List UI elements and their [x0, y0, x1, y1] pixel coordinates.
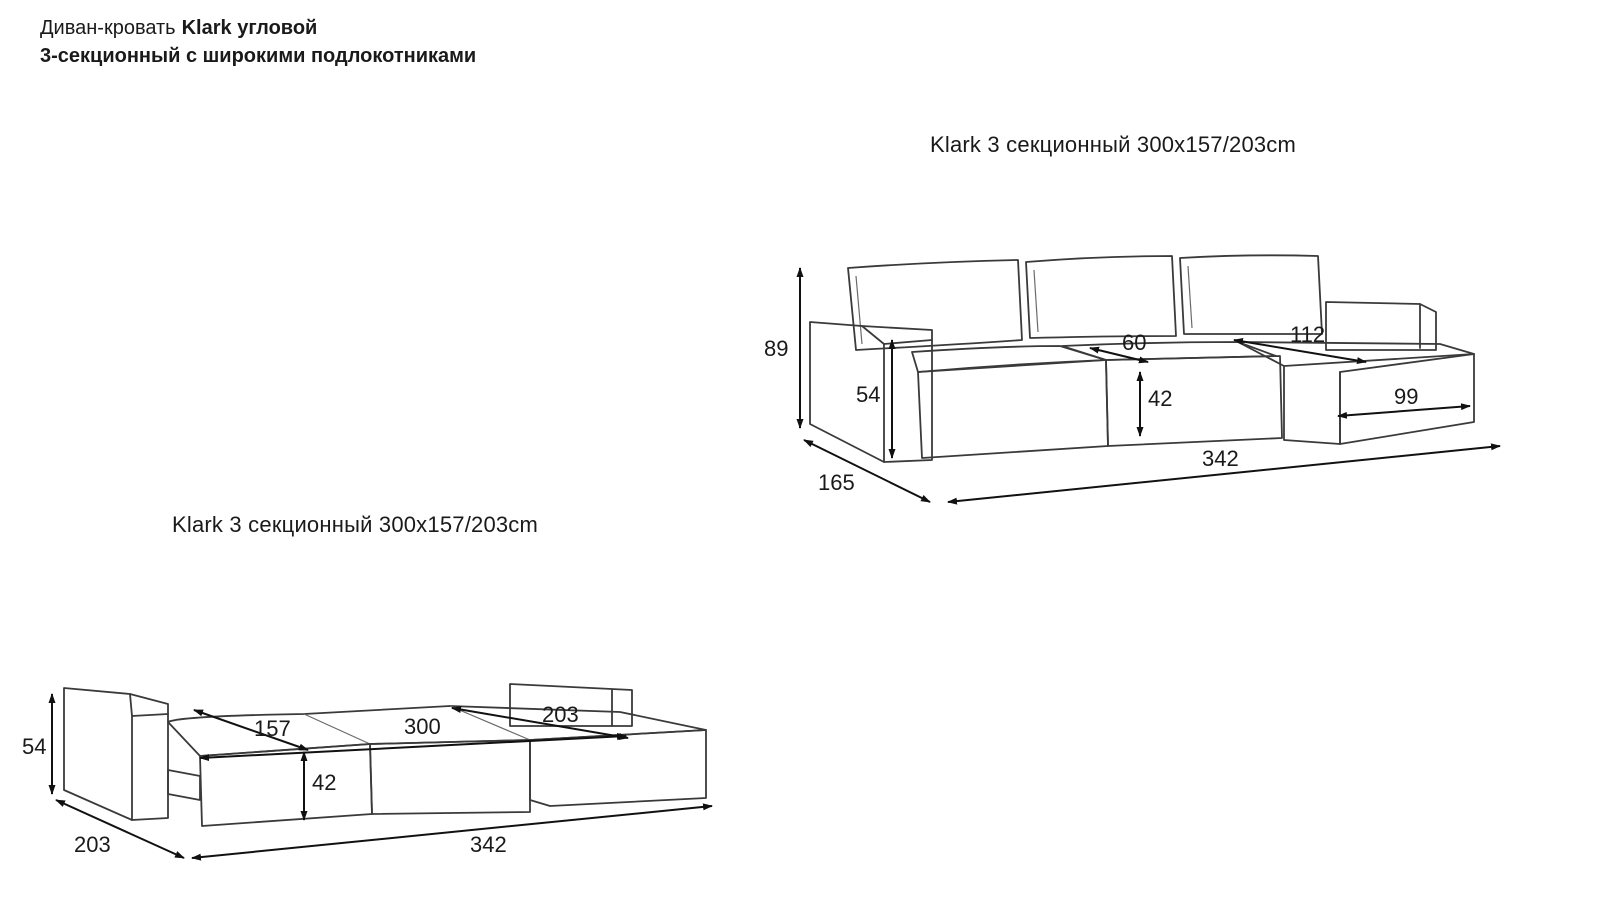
bottom-view-caption: Klark 3 секционный 300x157/203cm [172, 512, 539, 537]
sofa-assembled-drawing [809, 254, 1475, 463]
back-cushion-right [1179, 254, 1323, 335]
dim-height-total: 89 [764, 336, 788, 361]
bed-dim-chaise-length: 203 [542, 702, 579, 727]
seat-front-left [917, 359, 1109, 459]
sofa-bed-drawing [63, 683, 707, 827]
dim-armrest-height: 54 [856, 382, 880, 407]
dim-chaise-width: 99 [1394, 384, 1418, 409]
bed-dim-width: 157 [254, 716, 291, 741]
dim-chaise-length: 112 [1290, 322, 1325, 347]
bed-dim-depth: 203 [74, 832, 111, 857]
bottom-dimensions: 54 42 157 300 203 203 342 [22, 693, 713, 861]
back-cushion-left [847, 259, 1023, 351]
bed-dim-total-length: 342 [470, 832, 507, 857]
bed-front-middle [369, 739, 531, 815]
dim-seat-depth: 60 [1122, 330, 1146, 355]
bed-front-right [529, 729, 707, 807]
chaise-side [1283, 365, 1341, 445]
seat-front-middle [1105, 355, 1283, 447]
bed-dim-seat-height: 42 [312, 770, 336, 795]
dim-total-length: 342 [1202, 446, 1239, 471]
bed-front-armrest [63, 687, 169, 821]
chaise-front [1339, 353, 1475, 445]
top-view-caption: Klark 3 секционный 300x157/203cm [930, 132, 1297, 157]
dim-seat-height: 42 [1148, 386, 1172, 411]
product-brand: Klark угловой [181, 17, 318, 39]
product-type: Диван-кровать [40, 17, 176, 39]
dim-depth: 165 [818, 470, 855, 495]
product-subtitle: 3-секционный с широкими подлокотниками [40, 45, 477, 67]
back-cushion-middle [1025, 255, 1177, 339]
top-dimensions: 89 54 42 60 112 99 165 342 [764, 267, 1501, 505]
bed-dim-length: 300 [404, 714, 441, 739]
bed-dim-height: 54 [22, 734, 46, 759]
